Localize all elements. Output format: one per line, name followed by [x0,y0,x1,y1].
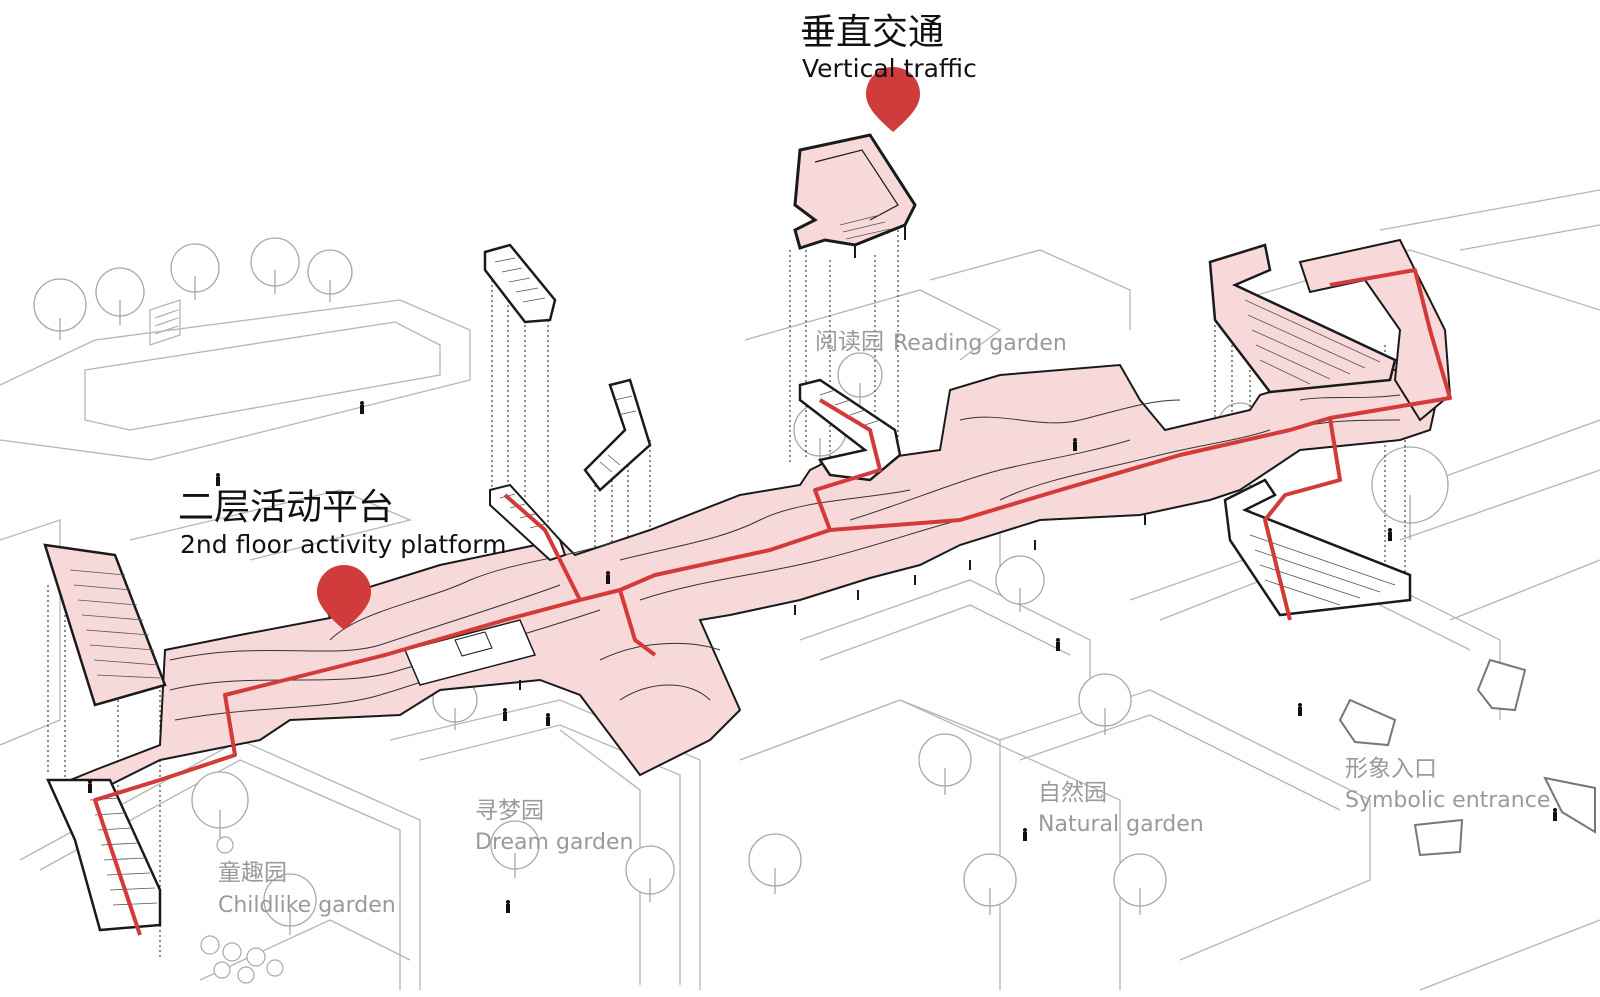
location-pin-icon [866,67,920,132]
circulation-path [93,268,1452,936]
tree-icon [1113,853,1167,915]
play-circles [200,836,284,984]
tree-icon [748,833,802,894]
person-icon [1073,438,1077,451]
symbolic-entrance-en: Symbolic entrance [1345,788,1551,813]
tree-icon [1371,446,1449,540]
person-icon [506,900,510,913]
vertical-traffic-title-en: Vertical traffic [802,54,977,83]
person-icons [88,401,1557,913]
tree-icon [963,853,1017,915]
reading-garden-en: Reading garden [893,331,1067,356]
location-pin-icon [317,565,371,630]
entrance-pebbles [1338,658,1596,857]
tree-icon [191,771,249,840]
symbolic-entrance-zh: 形象入口 [1345,756,1437,782]
tree-icon [1078,673,1132,735]
tree-icon [33,278,87,340]
tree-icon [625,845,675,902]
person-icon [1056,638,1060,651]
platform-title-en: 2nd floor activity platform [180,530,507,559]
platform-contours [169,394,1401,721]
vertical-traffic-module [793,133,917,258]
natural-garden-en: Natural garden [1038,812,1204,837]
platform-title-zh: 二层活动平台 [178,487,395,528]
tree-icon [95,267,145,325]
natural-garden-zh: 自然园 [1038,780,1107,806]
childlike-garden-en: Childlike garden [218,893,396,918]
staircase-icon [483,243,557,324]
person-icon [360,401,364,414]
person-icon [546,713,550,726]
person-icon [1298,703,1302,716]
person-icon [1553,808,1557,821]
tree-icon [490,820,540,878]
childlike-garden-zh: 童趣园 [218,860,287,886]
person-icon [216,473,220,486]
staircase-icon [46,778,162,932]
staircase-icon [43,543,167,707]
person-icon [1023,828,1027,841]
person-icon [606,571,610,584]
vertical-traffic-title-zh: 垂直交通 [800,12,945,53]
staircase-icon [1208,243,1397,394]
dream-garden-zh: 寻梦园 [475,798,544,824]
staircase-icon [583,378,652,492]
person-icon [1388,528,1392,541]
person-icon [88,780,92,793]
tree-icon [837,352,883,405]
tree-icon [263,873,317,935]
tree-icon [250,237,300,294]
tree-icon [170,243,220,300]
person-icon [503,708,507,721]
tree-icon [307,249,353,302]
platform-columns [519,515,1146,690]
tree-icon [918,733,972,795]
dream-garden-en: Dream garden [475,830,634,855]
reading-garden-zh: 阅读园 [815,329,884,355]
tree-icon [995,555,1045,612]
